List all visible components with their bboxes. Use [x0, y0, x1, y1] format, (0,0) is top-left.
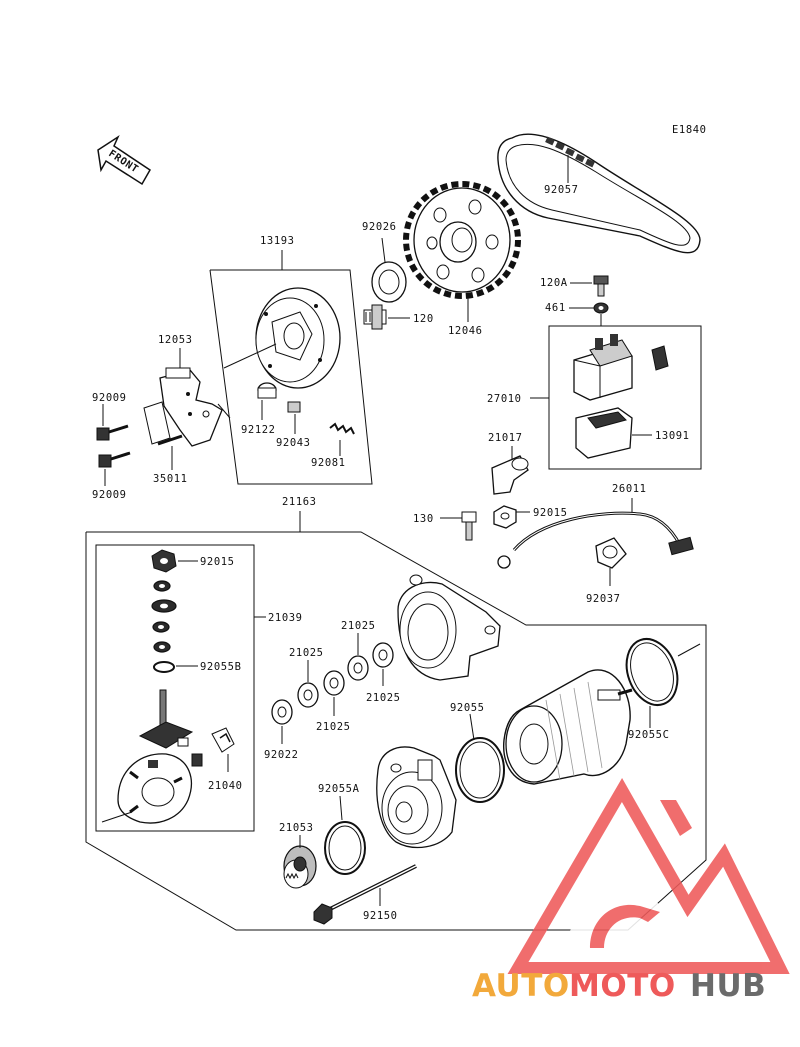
label-27010: 27010 — [487, 393, 522, 405]
diagram-code: E1840 — [672, 124, 707, 136]
label-461: 461 — [545, 302, 566, 314]
label-21025-b: 21025 — [316, 721, 351, 733]
label-21025-c: 21025 — [341, 620, 376, 632]
label-92055: 92055 — [450, 702, 485, 714]
sprocket-gear-part — [403, 181, 521, 299]
washer-461 — [593, 302, 609, 314]
shim-21025-1 — [297, 682, 319, 708]
brush-plate — [117, 753, 192, 824]
starter-relay-27010 — [573, 334, 633, 401]
label-92015-terminal: 92015 — [200, 556, 235, 568]
fuse-clip — [651, 345, 669, 371]
label-21053: 21053 — [279, 822, 314, 834]
starter-clutch-part — [255, 287, 341, 389]
wordmark-auto: AUTO — [472, 968, 570, 1004]
label-92150: 92150 — [363, 910, 398, 922]
shim-21025-3 — [347, 655, 369, 681]
bolt-120 — [363, 304, 387, 330]
watermark-wordmark: AUTO MOTO HUB — [472, 968, 766, 1004]
label-92081: 92081 — [311, 457, 346, 469]
brush-21040 — [191, 727, 235, 767]
label-13091: 13091 — [655, 430, 690, 442]
bolt-92009-lower — [98, 451, 131, 468]
label-21017: 21017 — [488, 432, 523, 444]
front-direction-arrow: FRONT — [97, 134, 151, 186]
starter-cable-26011 — [497, 511, 694, 569]
o-ring-92055A — [324, 821, 366, 875]
rear-end-cover — [397, 574, 501, 681]
label-21040: 21040 — [208, 780, 243, 792]
label-130: 130 — [413, 513, 434, 525]
label-21163: 21163 — [282, 496, 317, 508]
o-ring-92055 — [455, 737, 505, 803]
bolt-130 — [461, 511, 477, 541]
label-92026: 92026 — [362, 221, 397, 233]
label-92057: 92057 — [544, 184, 579, 196]
motor-yoke — [503, 669, 633, 785]
label-120: 120 — [413, 313, 434, 325]
label-12053: 12053 — [158, 334, 193, 346]
pinion-21053 — [283, 845, 317, 889]
front-end-cover — [376, 746, 457, 849]
label-120A: 120A — [540, 277, 568, 289]
label-21025-d: 21025 — [366, 692, 401, 704]
bracket-12053 — [143, 367, 223, 447]
label-21039: 21039 — [268, 612, 303, 624]
label-26011: 26011 — [612, 483, 647, 495]
label-92055B: 92055B — [200, 661, 242, 673]
shim-92022 — [271, 699, 293, 725]
label-92022: 92022 — [264, 749, 299, 761]
nut-92015-terminal — [151, 549, 177, 573]
terminal-cap-21017 — [491, 455, 529, 495]
terminal-washer-stack — [151, 580, 177, 653]
through-bolt-92150 — [313, 864, 417, 925]
o-ring-92055C — [625, 638, 679, 706]
label-92015-relay: 92015 — [533, 507, 568, 519]
label-92009-upper: 92009 — [92, 392, 127, 404]
label-35011: 35011 — [153, 473, 188, 485]
nut-92015-relay — [493, 505, 517, 529]
label-13193: 13193 — [260, 235, 295, 247]
label-21025-a: 21025 — [289, 647, 324, 659]
washer-92026 — [371, 261, 407, 303]
bolt-92009-upper — [96, 424, 129, 441]
label-12046: 12046 — [448, 325, 483, 337]
pin-35011 — [157, 434, 183, 446]
spring-92081 — [329, 422, 355, 435]
shim-21025-2 — [323, 670, 345, 696]
label-92055C: 92055C — [628, 729, 670, 741]
pin-92043 — [287, 401, 301, 413]
label-92009-lower: 92009 — [92, 489, 127, 501]
label-92122: 92122 — [241, 424, 276, 436]
label-92055A: 92055A — [318, 783, 360, 795]
relay-cover-13091 — [575, 407, 633, 459]
terminal-bolt-plate — [138, 689, 194, 749]
shim-21025-4 — [372, 642, 394, 668]
cable-boot-92037 — [595, 537, 627, 569]
automotohub-watermark-logo — [507, 777, 790, 974]
o-ring-92055B — [153, 661, 175, 673]
wordmark-moto: MOTO — [569, 968, 676, 1004]
roller-92122 — [257, 382, 277, 399]
label-92043: 92043 — [276, 437, 311, 449]
chain-part — [497, 133, 701, 254]
label-92037: 92037 — [586, 593, 621, 605]
wordmark-hub: HUB — [690, 968, 766, 1004]
screw-120A — [593, 275, 609, 297]
